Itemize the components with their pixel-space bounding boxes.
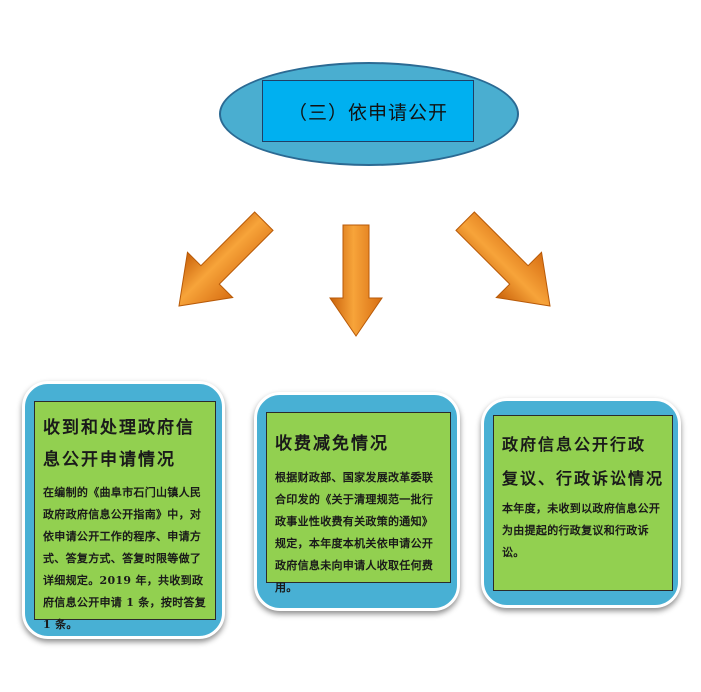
card-requests-received-title: 收到和处理政府信 息公开申请情况 [43,412,207,476]
card-review-litigation: 政府信息公开行政 复议、行政诉讼情况 本年度，未收到以政府信息公开为由提起的行政… [481,398,681,608]
card-requests-received: 收到和处理政府信 息公开申请情况 在编制的《曲阜市石门山镇人民政府政府信息公开指… [22,381,225,639]
card-review-litigation-title: 政府信息公开行政 复议、行政诉讼情况 [502,428,664,496]
card-fee-reduction-body: 根据财政部、国家发展改革委联合印发的《关于清理规范一批行政事业性收费有关政策的通… [275,471,434,594]
card-requests-received-body: 在编制的《曲阜市石门山镇人民政府政府信息公开指南》中，对依申请公开工作的程序、申… [43,486,207,631]
card-review-litigation-content: 政府信息公开行政 复议、行政诉讼情况 本年度，未收到以政府信息公开为由提起的行政… [493,415,673,591]
arrow-down-icon [329,224,383,337]
card-fee-reduction-title: 收费减免情况 [275,434,389,454]
card-title-line-1: 政府信息公开行政 [502,435,647,454]
card-title-line-2: 息公开申请情况 [43,450,176,470]
card-fee-reduction: 收费减免情况 根据财政部、国家发展改革委联合印发的《关于清理规范一批行政事业性收… [254,392,460,611]
card-title-line-1: 收到和处理政府信 [43,418,195,438]
card-fee-reduction-content: 收费减免情况 根据财政部、国家发展改革委联合印发的《关于清理规范一批行政事业性收… [266,412,451,594]
card-title-line-2: 复议、行政诉讼情况 [502,469,665,488]
card-requests-received-content: 收到和处理政府信 息公开申请情况 在编制的《曲阜市石门山镇人民政府政府信息公开指… [34,401,216,631]
top-node-title: （三）依申请公开 [262,80,474,142]
arrow-down-left-icon [178,211,274,307]
card-review-litigation-body: 本年度，未收到以政府信息公开为由提起的行政复议和行政诉讼。 [502,502,661,559]
arrow-down-right-icon [455,211,551,307]
